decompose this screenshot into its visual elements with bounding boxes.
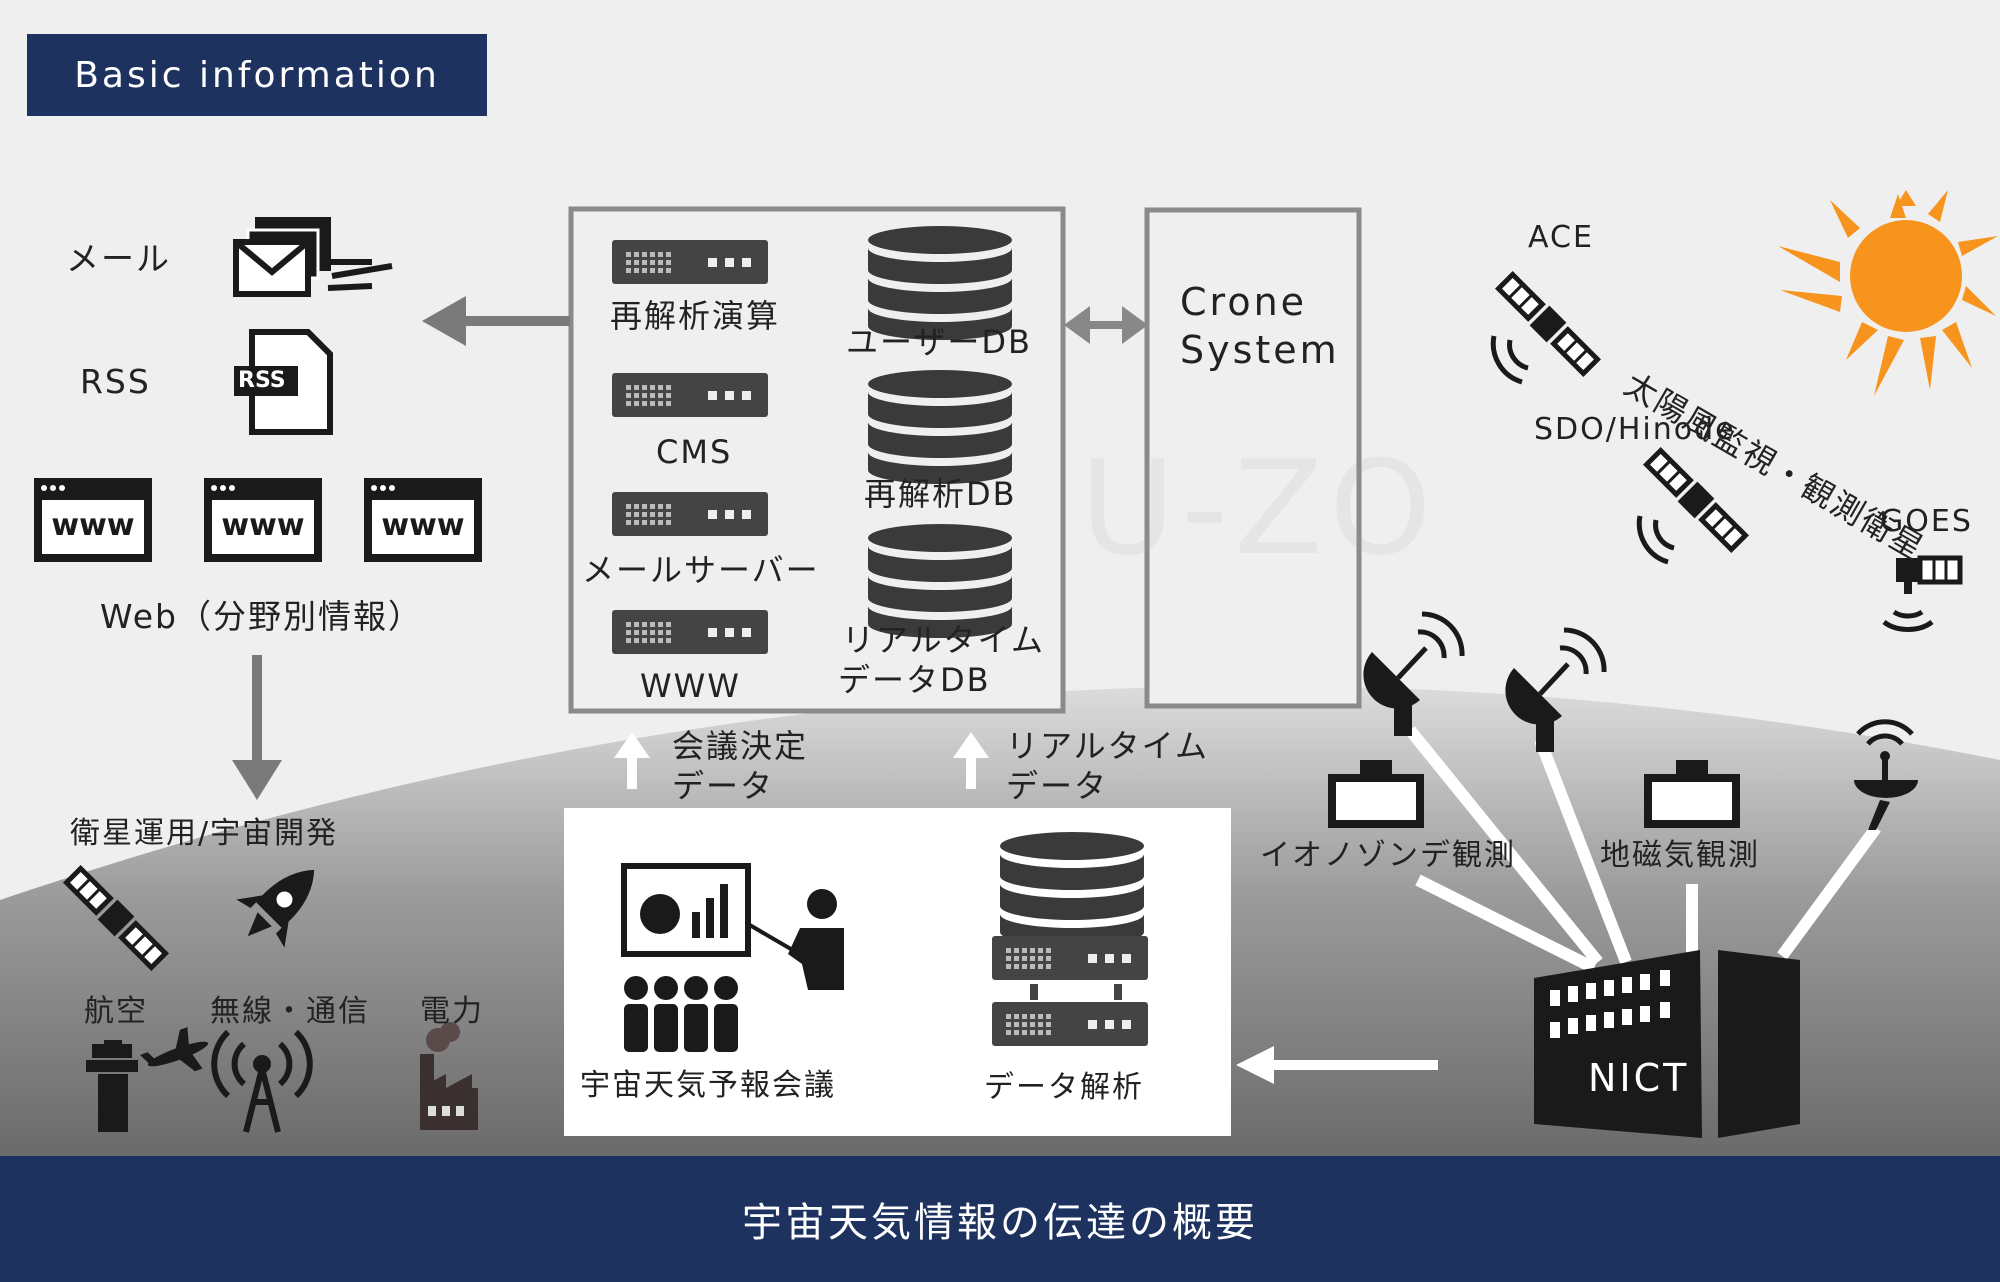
goes-label: GOES xyxy=(1880,504,1973,539)
realtime-db-label-line1: リアルタイム xyxy=(842,621,1046,659)
www-server-label: WWW xyxy=(640,667,741,705)
mail-stack-icon xyxy=(233,217,393,297)
realtime-data-label-line1: リアルタイム xyxy=(1006,727,1210,765)
forecast-meeting-label: 宇宙天気予報会議 xyxy=(580,1068,836,1103)
server-rack-icon xyxy=(992,936,1148,980)
aviation-label: 航空 xyxy=(84,994,148,1029)
geomagnetic-label: 地磁気観測 xyxy=(1600,838,1760,873)
crone-label-line2: System xyxy=(1180,328,1340,372)
arrow-left-icon xyxy=(422,296,570,346)
radio-tower-icon xyxy=(211,1029,313,1133)
reanalysis-db-label: 再解析DB xyxy=(864,475,1017,513)
arrow-up-icon xyxy=(614,732,650,789)
server-rack-icon xyxy=(612,373,768,417)
satellite-space-label: 衛星運用/宇宙開発 xyxy=(70,816,339,851)
audience-icon xyxy=(624,976,738,1052)
reanalysis-calc-label: 再解析演算 xyxy=(610,297,781,335)
rss-label: RSS xyxy=(80,362,151,401)
cms-label: CMS xyxy=(656,433,733,471)
sun-icon xyxy=(1778,190,1998,396)
signal-waves-icon xyxy=(1490,335,1529,385)
sdo-label: SDO/Hinode xyxy=(1534,412,1736,447)
arrow-down-icon xyxy=(232,655,282,800)
signal-waves-icon xyxy=(1882,609,1934,632)
observation-beam xyxy=(1405,726,1881,974)
meeting-data-label-line2: データ xyxy=(672,767,775,805)
section-badge: Basic information xyxy=(27,34,487,116)
double-arrow-icon xyxy=(1064,306,1148,344)
mail-label: メール xyxy=(66,239,171,278)
control-tower-icon xyxy=(86,1040,138,1132)
ace-label: ACE xyxy=(1528,220,1594,255)
server-rack-icon xyxy=(612,240,768,284)
rss-icon-text: RSS xyxy=(238,368,286,393)
airplane-icon xyxy=(140,1027,209,1072)
building-icon xyxy=(1534,950,1800,1138)
nict-label: NICT xyxy=(1588,1056,1690,1100)
satellite-icon xyxy=(1896,555,1963,594)
watermark: U-ZO xyxy=(1080,432,1438,584)
server-rack-icon xyxy=(992,1002,1148,1046)
arrow-left-icon xyxy=(1236,1046,1438,1084)
crone-label-line1: Crone xyxy=(1180,280,1308,324)
www-icon-text: www xyxy=(221,508,305,543)
mail-server-label: メールサーバー xyxy=(582,551,820,589)
ionosonde-label: イオノゾンデ観測 xyxy=(1260,838,1516,873)
server-rack-icon xyxy=(612,492,768,536)
arrow-up-icon xyxy=(953,732,989,789)
power-label: 電力 xyxy=(420,994,484,1029)
magnetometer-icon xyxy=(1644,760,1740,828)
presenter-icon xyxy=(621,863,844,990)
crone-panel xyxy=(1144,207,1362,709)
factory-icon xyxy=(420,1022,478,1130)
realtime-db-label-line2: データDB xyxy=(838,661,991,699)
www-icon-text: www xyxy=(51,508,135,543)
footer-title: 宇宙天気情報の伝達の概要 xyxy=(0,1156,2000,1282)
web-label: Web（分野別情報） xyxy=(100,597,423,636)
data-analysis-label: データ解析 xyxy=(984,1070,1144,1105)
realtime-data-label-line2: データ xyxy=(1006,767,1109,805)
radio-label: 無線・通信 xyxy=(210,994,370,1029)
www-icon-text: www xyxy=(381,508,465,543)
user-db-label: ユーザーDB xyxy=(846,323,1032,361)
parabolic-antenna-icon xyxy=(1854,719,1918,830)
ionosonde-station-icon xyxy=(1328,760,1424,828)
server-rack-icon xyxy=(612,610,768,654)
rss-file-icon xyxy=(234,329,333,435)
signal-waves-icon xyxy=(1636,515,1675,565)
meeting-data-label-line1: 会議決定 xyxy=(672,727,809,765)
